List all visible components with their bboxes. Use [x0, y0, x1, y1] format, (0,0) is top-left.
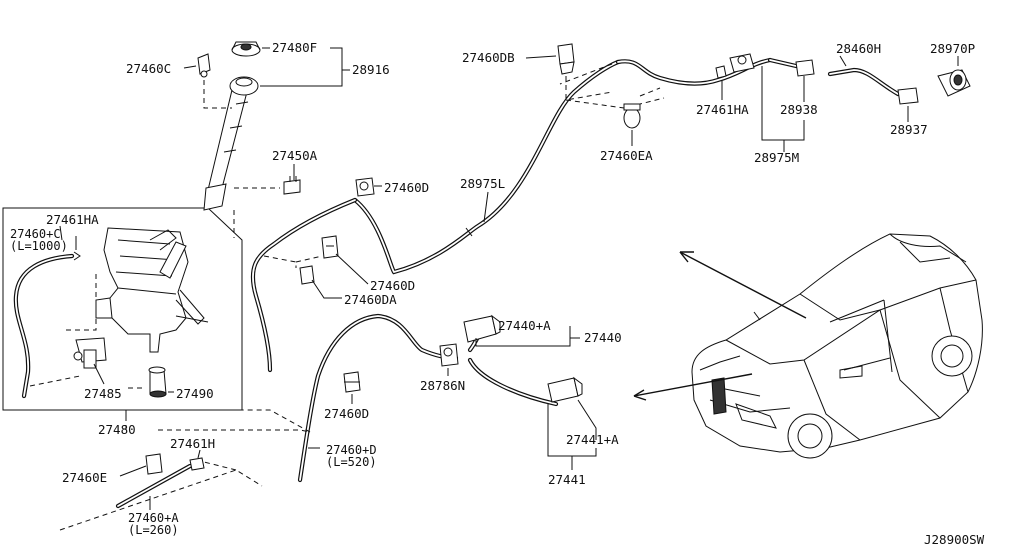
diagram-id: J28900SW [924, 532, 985, 547]
label-27460DA: 27460DA [344, 292, 397, 307]
label-27450A: 27450A [272, 148, 318, 163]
label-28786N: 28786N [420, 378, 465, 393]
connector-28938-b [795, 59, 815, 77]
vehicle-illustration [691, 233, 983, 459]
label-28975L: 28975L [460, 176, 505, 191]
hose-27460D-plus [297, 313, 459, 483]
label-27461H: 27461H [170, 436, 215, 451]
label-27460DB: 27460DB [462, 50, 515, 65]
hose-27460C-plus [13, 253, 75, 399]
clip-27460DA [299, 265, 315, 285]
label-27460A-plus: 27460+A [128, 511, 179, 525]
label-27460D-upper: 27460D [384, 180, 429, 195]
washer-pump [73, 337, 107, 369]
filler-neck-lower [159, 241, 187, 279]
label-28937: 28937 [890, 122, 928, 137]
label-27460EA: 27460EA [600, 148, 653, 163]
washer-tank [95, 227, 209, 353]
clip-27460D-lower [343, 371, 361, 393]
cap-grommet-top [231, 41, 261, 57]
clip-27460DB [557, 43, 575, 75]
joint-28937 [897, 87, 919, 105]
label-28460H: 28460H [836, 41, 881, 56]
label-27490: 27490 [176, 386, 214, 401]
label-27460D-lower: 27460D [324, 406, 369, 421]
label-27460C-plus: 27460+C [10, 227, 61, 241]
label-27460D-length: (L=520) [326, 455, 377, 469]
label-28975M: 28975M [754, 150, 799, 165]
label-27441: 27441 [548, 472, 586, 487]
label-27480F: 27480F [272, 40, 317, 55]
label-27460D-plus: 27460+D [326, 443, 377, 457]
label-27440A: 27440+A [498, 318, 551, 333]
label-27460E: 27460E [62, 470, 107, 485]
clip-27460D-upper [355, 177, 375, 197]
connector-27461H [189, 457, 205, 471]
connector-27461HA-top [715, 65, 727, 79]
clip-27460E [145, 453, 163, 475]
clip-27460D-middle [321, 235, 339, 259]
label-27460A-length: (L=260) [128, 523, 179, 537]
label-27461HA-left: 27461HA [46, 212, 99, 227]
label-28938: 28938 [780, 102, 818, 117]
hose-28975L [352, 59, 621, 275]
clip-27460C [197, 53, 211, 78]
check-valve-28938 [729, 53, 755, 73]
label-27460C-length: (L=1000) [10, 239, 68, 253]
washer-nozzle-27440 [463, 314, 501, 343]
clip-27460EA [623, 103, 641, 129]
label-27485: 27485 [84, 386, 122, 401]
nozzle-28970P [937, 69, 971, 97]
washer-nozzle-27441 [547, 376, 583, 403]
level-sensor [148, 366, 167, 398]
label-28970P: 28970P [930, 41, 975, 56]
reservoir-assembly-box [2, 207, 243, 411]
label-27460C: 27460C [126, 61, 171, 76]
label-27461HA-top: 27461HA [696, 102, 749, 117]
joint-28786N [439, 343, 459, 367]
filler-neck-tube [203, 87, 249, 211]
label-27480: 27480 [98, 422, 136, 437]
label-27441A: 27441+A [566, 432, 619, 447]
label-27440: 27440 [584, 330, 622, 345]
filler-cap-27480F [229, 76, 259, 96]
bolt-27450A [283, 176, 301, 195]
label-27460D-middle: 27460D [370, 278, 415, 293]
label-28916: 28916 [352, 62, 390, 77]
hose-28460H [827, 67, 901, 97]
